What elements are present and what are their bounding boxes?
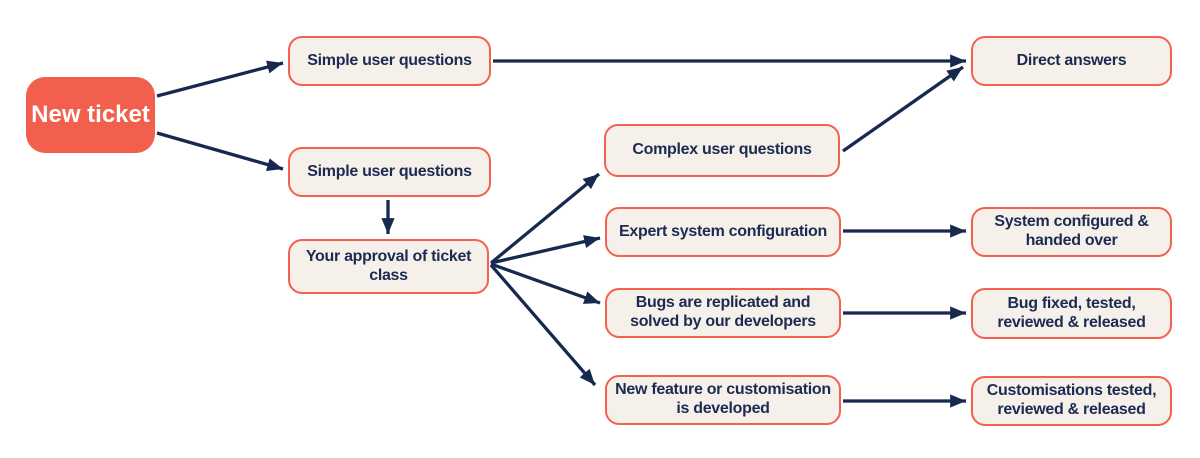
node-label: New feature or customisation is develope… bbox=[615, 381, 831, 417]
edge-new-ticket-to-simple-questions-top bbox=[156, 60, 284, 98]
node-system-configured: System configured & handed over bbox=[971, 207, 1172, 257]
node-direct-answers: Direct answers bbox=[971, 36, 1172, 86]
node-simple-user-questions-top: Simple user questions bbox=[288, 36, 491, 86]
node-label: New ticket bbox=[31, 100, 150, 128]
node-bugs-replicated: Bugs are replicated and solved by our de… bbox=[605, 288, 841, 338]
node-label: Complex user questions bbox=[632, 141, 812, 159]
node-label: System configured & handed over bbox=[994, 213, 1149, 249]
node-expert-system-configuration: Expert system configuration bbox=[605, 207, 841, 257]
edge-approval-ticket-class-to-expert-configuration bbox=[490, 235, 601, 265]
node-label: Bugs are replicated and solved by our de… bbox=[630, 294, 816, 330]
node-label: Simple user questions bbox=[307, 51, 472, 69]
node-label: Simple user questions bbox=[307, 162, 472, 180]
edge-new-ticket-to-simple-questions-mid bbox=[156, 131, 284, 171]
edge-approval-ticket-class-to-new-feature bbox=[489, 263, 597, 387]
edge-approval-ticket-class-to-bugs-replicated bbox=[490, 262, 601, 305]
node-new-feature-developed: New feature or customisation is develope… bbox=[605, 375, 841, 425]
node-label: Your approval of ticket class bbox=[305, 247, 472, 284]
edge-approval-ticket-class-to-complex-questions bbox=[489, 172, 601, 265]
node-label: Direct answers bbox=[1016, 51, 1127, 69]
node-bug-fixed-released: Bug fixed, tested, reviewed & released bbox=[971, 288, 1172, 339]
node-new-ticket: New ticket bbox=[26, 77, 155, 153]
node-label: Customisations tested, reviewed & releas… bbox=[986, 382, 1157, 418]
node-complex-user-questions: Complex user questions bbox=[604, 124, 840, 177]
node-label: Expert system configuration bbox=[619, 222, 827, 240]
node-label: Bug fixed, tested, reviewed & released bbox=[997, 294, 1146, 331]
node-customisations-released: Customisations tested, reviewed & releas… bbox=[971, 376, 1172, 426]
node-approval-ticket-class: Your approval of ticket class bbox=[288, 239, 489, 294]
node-simple-user-questions-mid: Simple user questions bbox=[288, 147, 491, 197]
edge-complex-questions-to-direct-answers bbox=[842, 65, 964, 153]
